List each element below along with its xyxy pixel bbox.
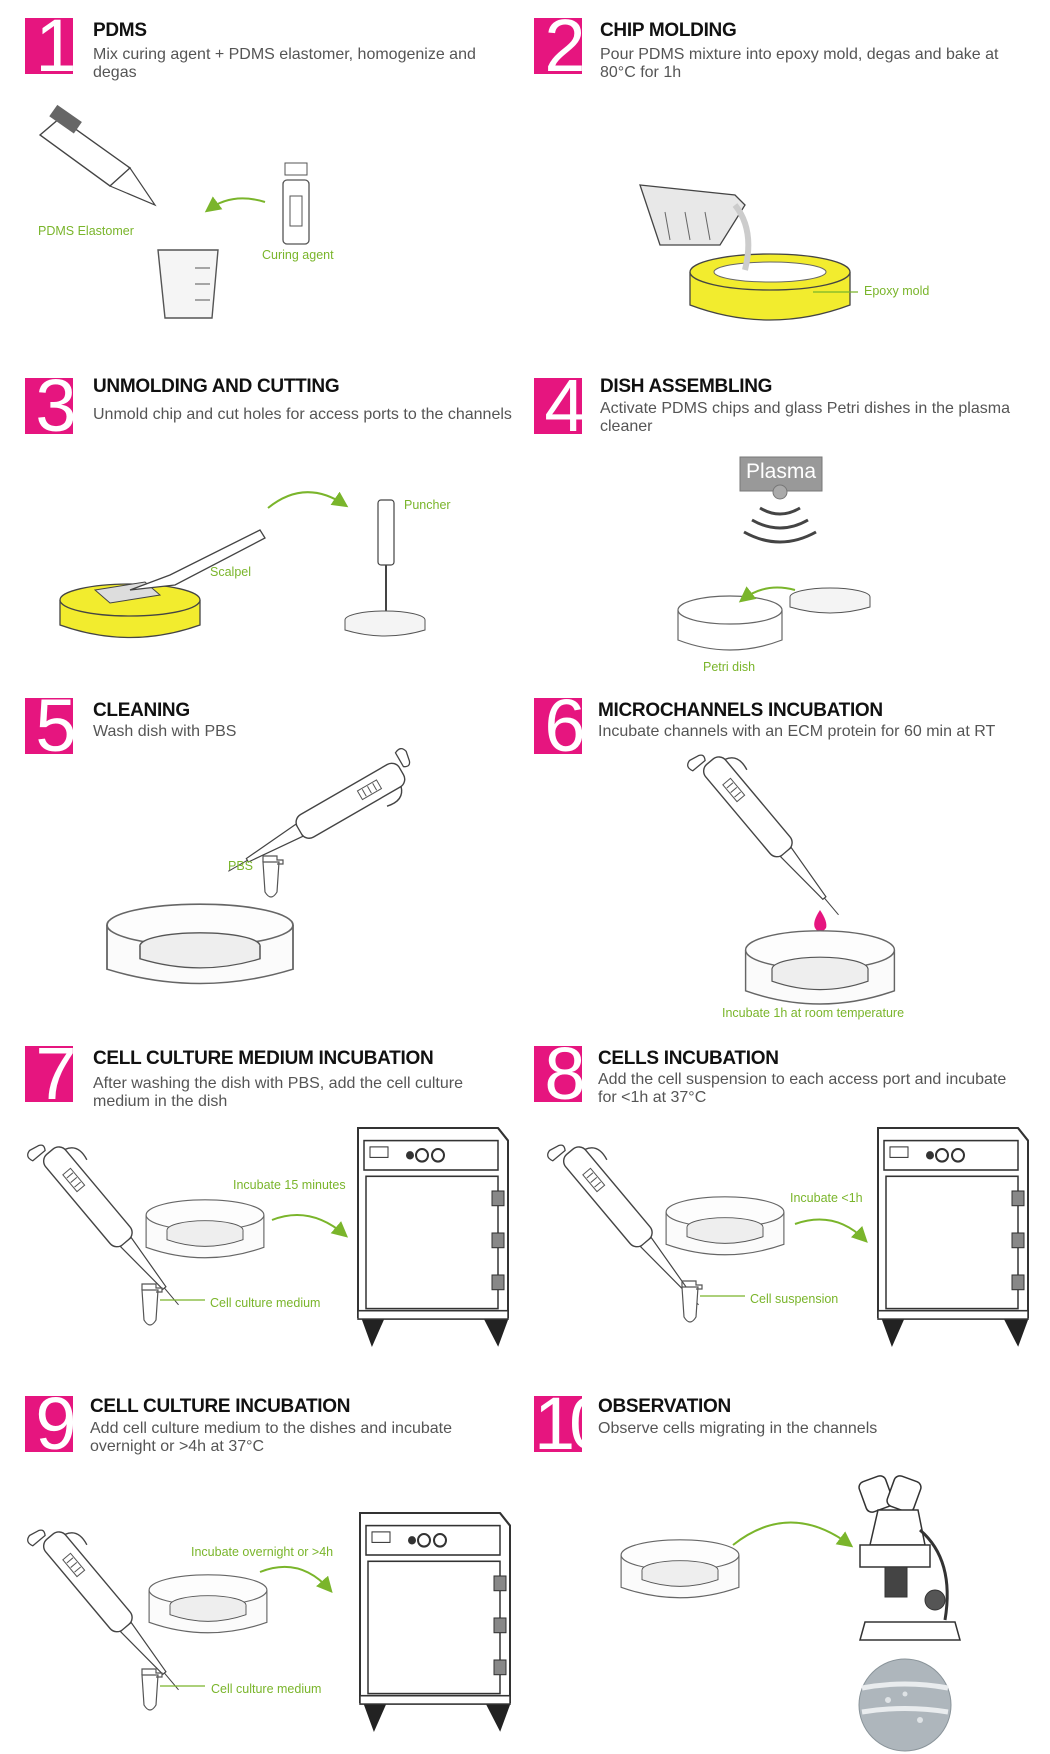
pdms-chip-icon: [789, 587, 871, 614]
petri-dish-icon: [677, 595, 783, 651]
arrow-icon: [271, 1214, 349, 1238]
pdms-chip-icon: [344, 610, 426, 637]
medium-tube-icon: [141, 1283, 163, 1326]
step-number-badge: 8: [534, 1046, 582, 1102]
plasma-label: Plasma: [745, 460, 817, 483]
equipment-label: Scalpel: [210, 565, 251, 579]
equipment-label: PBS: [228, 859, 254, 873]
pbs-tube-icon: [262, 855, 284, 898]
equipment-label: Epoxy mold: [864, 284, 930, 298]
dish-with-chip-icon: [665, 1196, 785, 1256]
incubator-icon: [876, 1126, 1030, 1346]
equipment-label: Cell suspension: [750, 1292, 839, 1306]
arrow-icon: [732, 1521, 854, 1548]
pdms-elastomer-bottle-icon: [38, 104, 157, 207]
step-title: DISH ASSEMBLING: [600, 376, 773, 397]
equipment-label: Incubate <1h: [790, 1191, 863, 1205]
scalpel-icon: [129, 529, 266, 591]
equipment-label: Puncher: [404, 498, 451, 512]
equipment-label: Incubate 15 minutes: [233, 1178, 346, 1192]
equipment-label: Incubate 1h at room temperature: [722, 1006, 905, 1020]
dish-with-chip-icon: [744, 930, 896, 1005]
step-description: Add cell culture medium to the dishes an…: [90, 1420, 452, 1455]
step-title: CELL CULTURE MEDIUM INCUBATION: [93, 1048, 434, 1069]
micropipette-icon: [684, 734, 858, 929]
medium-tube-icon: [141, 1668, 163, 1711]
arrow-icon: [204, 196, 266, 213]
plasma-cleaner-icon: [739, 456, 823, 544]
step-title: MICROCHANNELS INCUBATION: [598, 700, 883, 721]
step-description: Wash dish with PBS: [93, 723, 237, 740]
epoxy-mold-icon: [689, 253, 851, 321]
step-description: Incubate channels with an ECM protein fo…: [598, 723, 996, 740]
step-number-badge: 9: [25, 1396, 73, 1452]
step-title: UNMOLDING AND CUTTING: [93, 376, 340, 397]
step-number-badge: 10: [534, 1396, 582, 1452]
step-description: Observe cells migrating in the channels: [598, 1420, 878, 1437]
measuring-cup-icon: [157, 249, 219, 319]
dish-with-chip-icon: [148, 1574, 268, 1634]
step-title: CHIP MOLDING: [600, 20, 737, 41]
equipment-label: Cell culture medium: [211, 1682, 322, 1696]
cell-suspension-tube-icon: [681, 1280, 703, 1323]
step-description: After washing the dish with PBS, add the…: [93, 1075, 463, 1110]
step-number-badge: 4: [534, 378, 582, 434]
step-number-badge: 3: [25, 378, 73, 434]
arrow-icon: [794, 1218, 868, 1243]
equipment-label: Curing agent: [262, 248, 334, 262]
step-number-badge: 6: [534, 698, 582, 754]
step-title: OBSERVATION: [598, 1396, 731, 1417]
curing-agent-bottle-icon: [282, 162, 310, 245]
arrow-icon: [267, 491, 349, 509]
arrow-icon: [259, 1565, 333, 1593]
step-number-badge: 5: [25, 698, 73, 754]
step-description: Activate PDMS chips and glass Petri dish…: [600, 400, 1010, 435]
dish-with-chip-icon: [106, 903, 294, 985]
step-number-badge: 2: [534, 18, 582, 74]
equipment-label: Incubate overnight or >4h: [191, 1545, 334, 1559]
pouring-beaker-icon: [639, 184, 752, 271]
incubator-icon: [358, 1511, 512, 1731]
step-title: CLEANING: [93, 700, 190, 721]
step-description: Add the cell suspension to each access p…: [598, 1071, 1007, 1106]
microscope-icon: [858, 1475, 961, 1641]
drop-icon: [814, 910, 827, 932]
micrograph-icon: [858, 1658, 952, 1752]
equipment-label: Petri dish: [703, 660, 756, 674]
step-title: CELLS INCUBATION: [598, 1048, 779, 1069]
incubator-icon: [356, 1126, 510, 1346]
dish-with-chip-icon: [145, 1199, 265, 1259]
step-description: Unmold chip and cut holes for access por…: [93, 406, 512, 423]
dish-with-chip-icon: [620, 1539, 740, 1599]
unmolded-chip-icon: [59, 581, 201, 639]
step-title: CELL CULTURE INCUBATION: [90, 1396, 351, 1417]
step-description: Pour PDMS mixture into epoxy mold, degas…: [600, 46, 999, 81]
step-title: PDMS: [93, 20, 147, 41]
step-description: Mix curing agent + PDMS elastomer, homog…: [93, 46, 476, 81]
equipment-label: Cell culture medium: [210, 1296, 321, 1310]
equipment-label: PDMS Elastomer: [38, 224, 134, 238]
arrow-icon: [738, 586, 796, 603]
puncher-icon: [377, 499, 395, 612]
step-number-badge: 7: [25, 1046, 73, 1102]
step-number-badge: 1: [25, 18, 73, 74]
